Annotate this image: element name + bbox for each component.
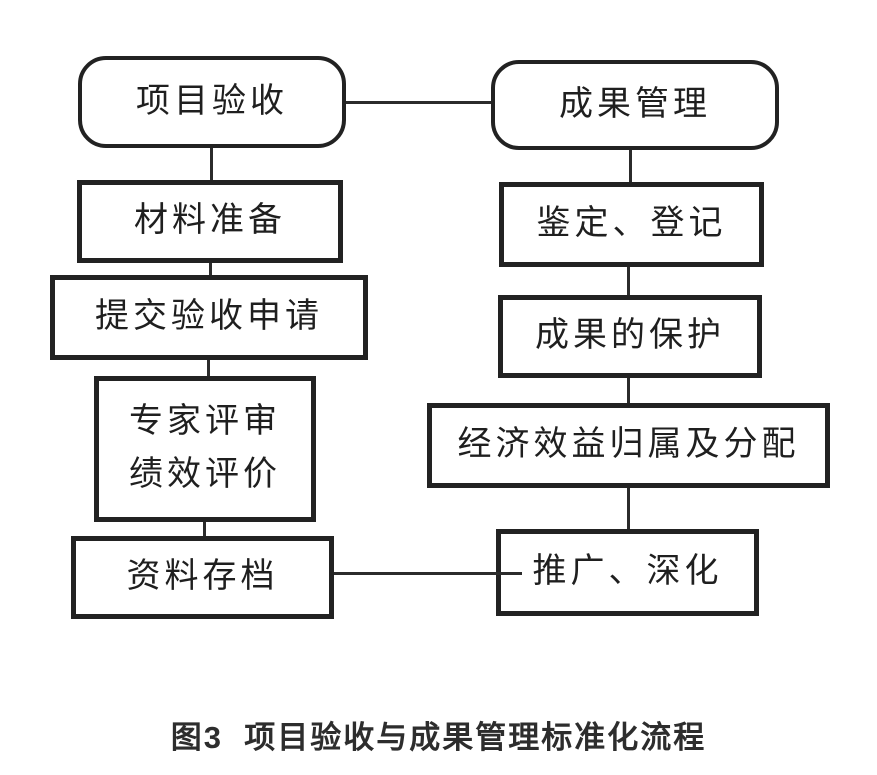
node-expert-review-performance-evaluation: 专家评审 绩效评价 — [94, 376, 316, 522]
connector-left-3 — [207, 358, 210, 378]
figure-caption: 图3 项目验收与成果管理标准化流程 — [170, 720, 707, 755]
node-material-preparation-label: 材料准备 — [134, 202, 286, 240]
node-project-acceptance-label: 项目验收 — [136, 82, 288, 120]
node-results-protection-label: 成果的保护 — [535, 317, 725, 355]
connector-right-1 — [629, 148, 632, 184]
node-data-archiving: 资料存档 — [71, 536, 334, 619]
node-results-protection: 成果的保护 — [498, 295, 762, 378]
connector-right-2 — [627, 265, 630, 297]
connector-left-4 — [203, 520, 206, 538]
node-economic-benefit-allocation: 经济效益归属及分配 — [427, 403, 830, 488]
connector-right-4 — [627, 486, 630, 531]
connector-left-2 — [209, 261, 212, 277]
node-results-management: 成果管理 — [491, 60, 779, 150]
connector-left-1 — [210, 146, 213, 182]
node-submit-acceptance-application: 提交验收申请 — [50, 275, 368, 360]
connector-right-3 — [627, 376, 630, 405]
node-appraisal-registration: 鉴定、登记 — [499, 182, 764, 267]
node-submit-acceptance-application-label: 提交验收申请 — [95, 298, 323, 336]
node-project-acceptance: 项目验收 — [78, 56, 346, 148]
node-results-management-label: 成果管理 — [559, 85, 711, 123]
node-appraisal-registration-label: 鉴定、登记 — [536, 205, 727, 243]
node-economic-benefit-allocation-label: 经济效益归属及分配 — [457, 426, 800, 464]
connector-top-horizontal — [346, 101, 492, 104]
node-promotion-deepening-label: 推广、深化 — [532, 553, 723, 591]
node-expert-review-label: 专家评审 — [129, 403, 281, 441]
node-material-preparation: 材料准备 — [77, 180, 343, 263]
connector-bottom-horizontal — [334, 572, 522, 575]
node-promotion-deepening: 推广、深化 — [496, 529, 759, 616]
node-performance-evaluation-label: 绩效评价 — [129, 456, 281, 493]
node-data-archiving-label: 资料存档 — [126, 558, 279, 596]
